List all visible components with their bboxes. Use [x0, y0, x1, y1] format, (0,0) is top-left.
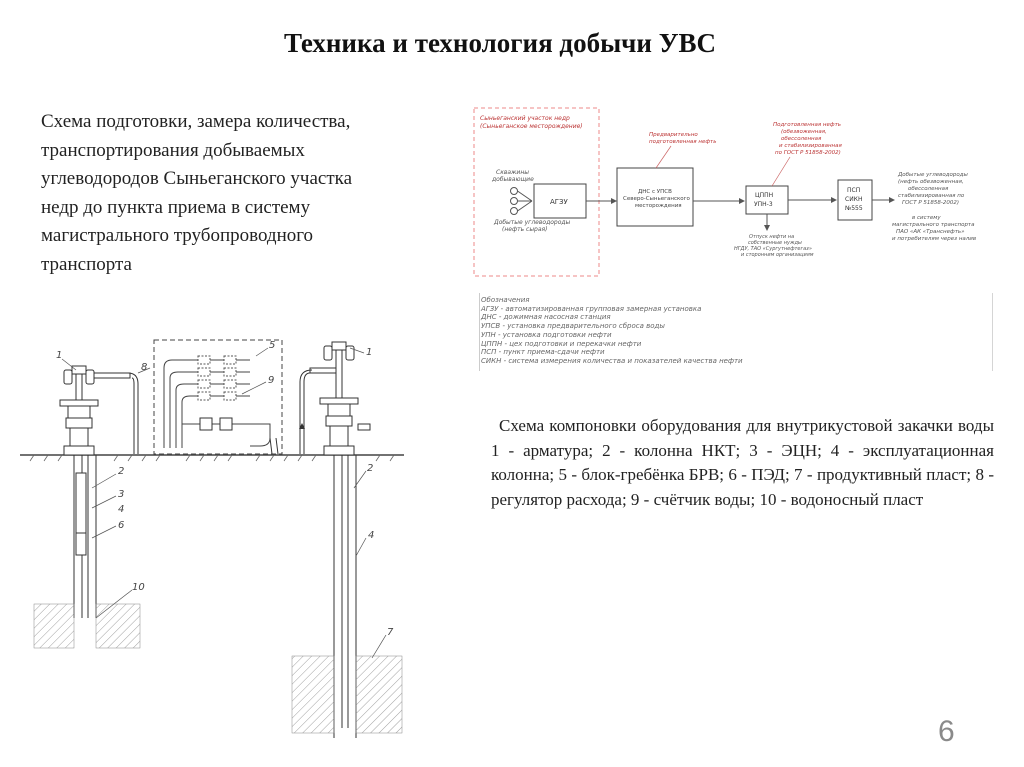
callout-7: 7 [387, 627, 394, 638]
extracted-label-2: (нефть сырая) [502, 226, 548, 233]
own-note-4: и сторонним организациям [741, 252, 814, 258]
water-meter-icon [199, 417, 233, 431]
callout-1-right: 1 [366, 347, 372, 358]
right-well-casing [333, 455, 357, 738]
extracted-label-1: Добытые углеводороды [493, 219, 571, 226]
callout-3: 3 [118, 489, 124, 500]
prepared-note-2: подготовленная нефть [649, 139, 716, 145]
dns-label-1: ДНС с УПСВ [638, 189, 672, 195]
treated-note-pointer [771, 156, 791, 187]
dns-label-2: Северо-Сыньеганского [623, 196, 691, 202]
cppn-label-1: ЦППН [755, 192, 773, 199]
legend-line: АГЗУ - автоматизированная групповая заме… [481, 304, 702, 313]
prepared-note-1: Предварительно [649, 132, 698, 138]
own-note-1: Отпуск нефти на [749, 234, 794, 240]
psp-label-2: СИКН [845, 196, 862, 203]
callout-6: 6 [118, 520, 124, 531]
legend-line: ПСП - пункт приема-сдачи нефти [481, 348, 605, 357]
left-well-casing [73, 455, 97, 618]
abbreviation-legend: Обозначения АГЗУ - автоматизированная гр… [481, 296, 743, 366]
agzu-label: АГЗУ [550, 198, 569, 206]
right-flowline [299, 369, 313, 454]
callout-8: 8 [141, 362, 147, 373]
final-note-9: и потребителям через налив [892, 236, 976, 242]
treated-note-2: (обезвоженная, [781, 129, 827, 135]
dns-box [616, 167, 694, 227]
injection-well-layout-drawing: 1 2 3 6 10 8 5 9 1 2 4 7 4 [20, 339, 404, 738]
treated-note-3: обессоленная [781, 136, 822, 142]
slide-title: Техника и технология добычи УВС [283, 28, 717, 58]
legend-frame [479, 293, 993, 371]
callout-4-left: 4 [118, 504, 124, 515]
callout-2-left: 2 [118, 466, 124, 477]
aquifer-layer-right [95, 603, 141, 649]
manifold-outlet-pipe [269, 437, 279, 455]
right-wellhead-icon [309, 341, 371, 456]
final-note-1: Добытые углеводороды [897, 172, 969, 178]
own-note-2: собственные нужды [748, 240, 802, 246]
psp-label-1: ПСП [847, 187, 860, 194]
callout-5: 5 [269, 340, 275, 351]
final-note-3: обессоленная [908, 186, 949, 192]
legend-line: УПН - установка подготовки нефти [481, 330, 612, 339]
left-wellhead-icon [59, 365, 131, 456]
callout-4-right: 4 [368, 530, 374, 541]
final-note-8: ПАО «АК «Транснефть» [896, 229, 965, 235]
final-note-7: магистрального транспорта [892, 222, 975, 228]
region-label-1: Сыньеганский участок недр [480, 115, 570, 122]
final-note-5: ГОСТ Р 51858-2002) [902, 200, 959, 206]
aquifer-layer-left [33, 603, 75, 649]
cppn-box [745, 185, 789, 215]
manifold-piping [163, 359, 271, 448]
legend-line: СИКН - система измерения количества и по… [481, 356, 743, 365]
prepared-note-pointer [655, 145, 672, 169]
wells-label-1: Скважины [496, 169, 529, 176]
final-note-6: в систему [912, 215, 941, 221]
callout-leaders [61, 347, 387, 659]
legend-line: ДНС - дожимная насосная станция [481, 313, 611, 322]
flow-regulators [197, 355, 237, 401]
hydrocarbon-flow-diagram: Сыньеганский участок недр (Сыньеганское … [473, 107, 976, 277]
page-number: 6 [938, 715, 955, 748]
production-wells-icon [510, 187, 533, 215]
legend-line: ЦППН - цех подготовки и перекачки нефти [481, 339, 642, 348]
legend-line: УПСВ - установка предварительного сброса… [481, 322, 665, 331]
region-label-2: (Сыньеганское месторождение) [480, 123, 583, 130]
treated-note-5: по ГОСТ Р 51858-2002) [775, 150, 841, 156]
treated-note-4: и стабилизированная [779, 143, 843, 149]
wells-label-2: добывающие [491, 176, 534, 183]
flow-diagram-caption: Схема подготовки, замера количества, тра… [41, 111, 353, 275]
callout-10: 10 [132, 582, 145, 593]
callout-9: 9 [268, 375, 274, 386]
treated-note-1: Подготовленная нефть [773, 122, 841, 128]
final-note-2: (нефть обезвоженная, [898, 179, 964, 185]
cppn-label-2: УПН-3 [754, 201, 773, 208]
manifold-block-brv [153, 339, 283, 455]
final-note-4: стабилизированная по [898, 193, 965, 199]
flow-arrow-up [299, 423, 305, 429]
legend-line: Обозначения [481, 296, 530, 304]
dns-label-3: месторождения [635, 203, 682, 209]
own-note-3: НГДУ, ТАО «Сургутнефтегаз» [734, 246, 812, 252]
equipment-layout-caption: Схема компоновки оборудования для внутри… [491, 416, 994, 509]
productive-layer-left [291, 655, 335, 734]
callout-1-left: 1 [56, 350, 62, 361]
left-flowline [127, 372, 139, 454]
ground-hatching [20, 454, 395, 462]
psp-label-3: №555 [845, 205, 863, 212]
callout-2-right: 2 [367, 463, 373, 474]
productive-layer-right [355, 655, 403, 734]
